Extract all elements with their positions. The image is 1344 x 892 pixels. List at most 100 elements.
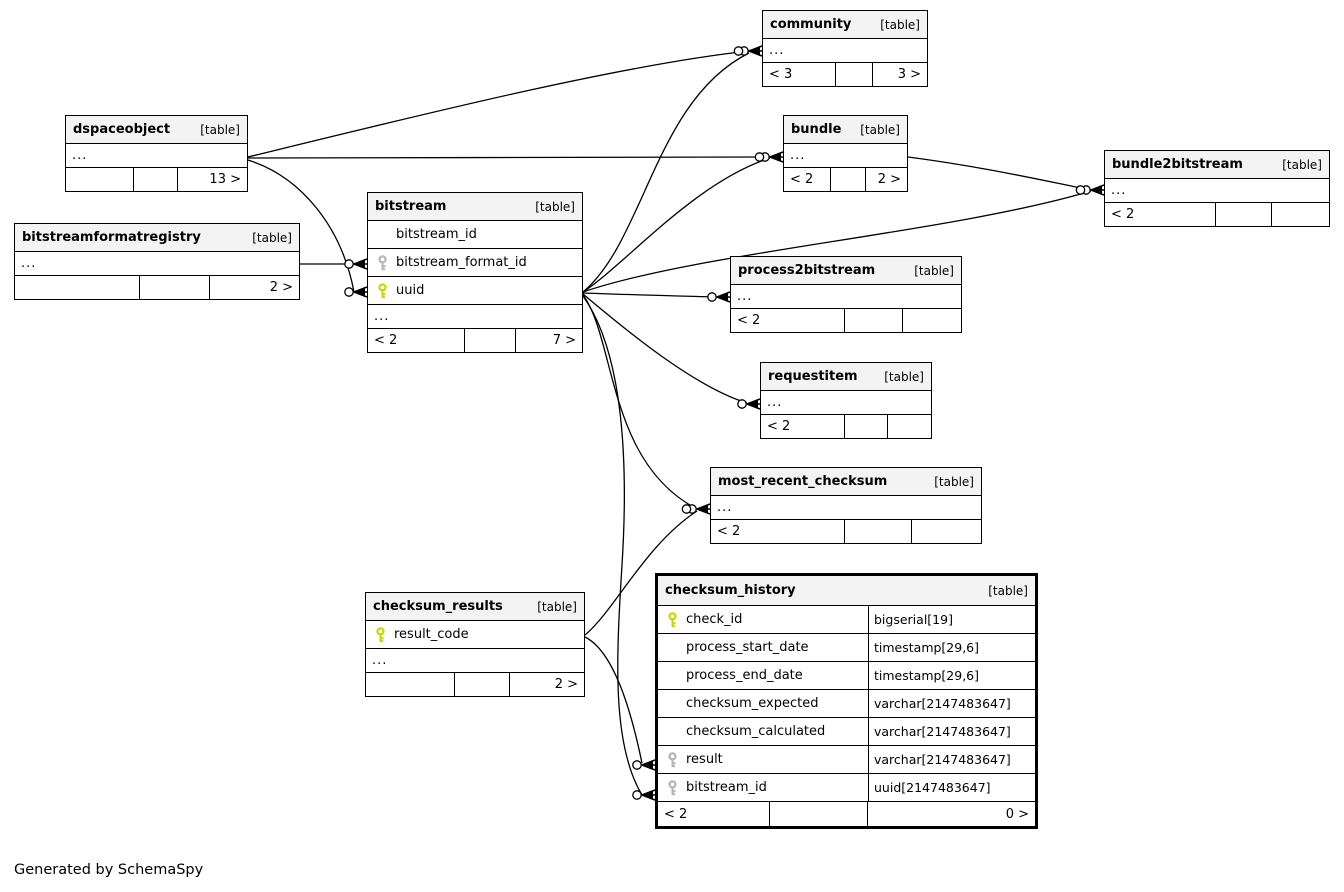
crowfoot-bitstream-format-id xyxy=(344,258,368,270)
column-name: checksum_expected xyxy=(686,696,819,711)
column-row: process_start_date timestamp[29,6] xyxy=(658,634,1035,662)
footer-cell xyxy=(134,168,178,191)
column-name: bitstream_id xyxy=(396,227,477,242)
footer-cell: 0 > xyxy=(1005,806,1029,822)
column-type: varchar[2147483647] xyxy=(868,746,1035,773)
primary-key-icon xyxy=(368,282,396,299)
ellipsis-row: ... xyxy=(761,391,931,415)
footer-cell xyxy=(836,63,873,86)
footer-cell: < 2 xyxy=(1105,203,1216,226)
primary-key-icon xyxy=(658,611,686,628)
column-name: check_id xyxy=(686,612,743,627)
table-name[interactable]: checksum_history xyxy=(665,583,796,598)
footer-cell xyxy=(66,168,134,191)
table-type-tag: [table] xyxy=(537,599,577,614)
table-footer: < 2 xyxy=(711,520,981,543)
footer-cell xyxy=(15,276,140,299)
edge-bundle-bundle2bitstream xyxy=(907,156,1092,191)
footer-cell: < 2 xyxy=(761,415,845,438)
table-header: most_recent_checksum[table] xyxy=(711,468,981,496)
column-type: timestamp[29,6] xyxy=(868,662,1035,689)
footer-cell xyxy=(845,415,888,438)
table-name[interactable]: bundle xyxy=(791,122,842,137)
crowfoot-requestitem xyxy=(737,398,761,410)
crowfoot-community xyxy=(733,45,763,57)
table-type-tag: [table] xyxy=(914,263,954,278)
footer-cell: < 2 xyxy=(368,329,465,352)
ellipsis-label: ... xyxy=(72,148,88,163)
crowfoot-bitstream-uuid xyxy=(344,286,368,298)
ellipsis-label: ... xyxy=(717,500,733,515)
table-name[interactable]: process2bitstream xyxy=(738,263,876,278)
column-type: varchar[2147483647] xyxy=(868,690,1035,717)
table-header: process2bitstream [table] xyxy=(731,257,961,285)
table-name[interactable]: dspaceobject xyxy=(73,122,171,137)
footer-cell xyxy=(140,276,210,299)
table-type-tag: [table] xyxy=(884,369,924,384)
column-name: bitstream_format_id xyxy=(396,255,527,270)
column-name: process_start_date xyxy=(686,640,809,655)
footer-cell xyxy=(1272,203,1329,226)
table-header: bitstreamformatregistry[table] xyxy=(15,224,299,252)
table-name[interactable]: checksum_results xyxy=(373,599,503,614)
table-header: checksum_history [table] xyxy=(658,576,1035,606)
column-name: result xyxy=(686,752,723,767)
column-name: process_end_date xyxy=(686,668,803,683)
footer-cell: 2 > xyxy=(877,172,901,187)
table-type-tag: [table] xyxy=(988,583,1028,598)
footer-cell: < 2 xyxy=(658,802,770,826)
edge-bitstream-requestitem xyxy=(582,293,748,404)
table-name[interactable]: bundle2bitstream xyxy=(1112,157,1243,172)
column-row: uuid xyxy=(368,277,582,305)
table-footer: 2 > xyxy=(366,673,584,696)
table-name[interactable]: bitstreamformatregistry xyxy=(22,230,201,245)
ellipsis-row: ... xyxy=(66,144,247,168)
ellipsis-row: ... xyxy=(15,252,299,276)
ellipsis-label: ... xyxy=(737,289,753,304)
table-bundle2bitstream: bundle2bitstream[table]...< 2 xyxy=(1104,150,1330,227)
table-checksum_results: checksum_results [table] result_code... 2 > xyxy=(365,592,585,697)
column-type: varchar[2147483647] xyxy=(868,718,1035,745)
table-header: requestitem [table] xyxy=(761,363,931,391)
ellipsis-label: ... xyxy=(790,148,806,163)
edge-bitstream-community xyxy=(582,52,750,293)
crowfoot-bundle xyxy=(754,151,784,163)
table-name[interactable]: requestitem xyxy=(768,369,858,384)
column-row: checksum_expected varchar[2147483647] xyxy=(658,690,1035,718)
footer-cell: 2 > xyxy=(269,280,293,295)
table-footer: < 2 xyxy=(761,415,931,438)
table-header: dspaceobject[table] xyxy=(66,116,247,144)
ellipsis-row: ... xyxy=(711,496,981,520)
footer-cell: 3 > xyxy=(897,67,921,82)
table-footer: 2 > xyxy=(15,276,299,299)
column-type: timestamp[29,6] xyxy=(868,634,1035,661)
table-name[interactable]: bitstream xyxy=(375,199,447,214)
edge-bitstream-checksum-history xyxy=(582,295,643,796)
table-header: community[table] xyxy=(763,11,927,39)
crowfoot-bundle2bitstream xyxy=(1075,184,1105,196)
ellipsis-label: ... xyxy=(374,309,390,324)
column-name: result_code xyxy=(394,627,469,642)
ellipsis-label: ... xyxy=(372,653,388,668)
edge-dspaceobject-bitstream-uuid xyxy=(247,159,355,293)
table-header: bundle[table] xyxy=(784,116,907,144)
table-name[interactable]: community xyxy=(770,17,852,32)
table-name[interactable]: most_recent_checksum xyxy=(718,474,888,489)
column-name: uuid xyxy=(396,283,425,298)
ellipsis-row: ... xyxy=(368,305,582,329)
ellipsis-row: ... xyxy=(366,649,584,673)
foreign-key-icon xyxy=(368,254,396,271)
ellipsis-row: ... xyxy=(784,144,907,168)
table-footer: < 2 xyxy=(1105,203,1329,226)
table-most_recent_checksum: most_recent_checksum[table]... < 2 xyxy=(710,467,982,544)
ellipsis-label: ... xyxy=(1111,183,1127,198)
footer-cell xyxy=(831,168,866,191)
